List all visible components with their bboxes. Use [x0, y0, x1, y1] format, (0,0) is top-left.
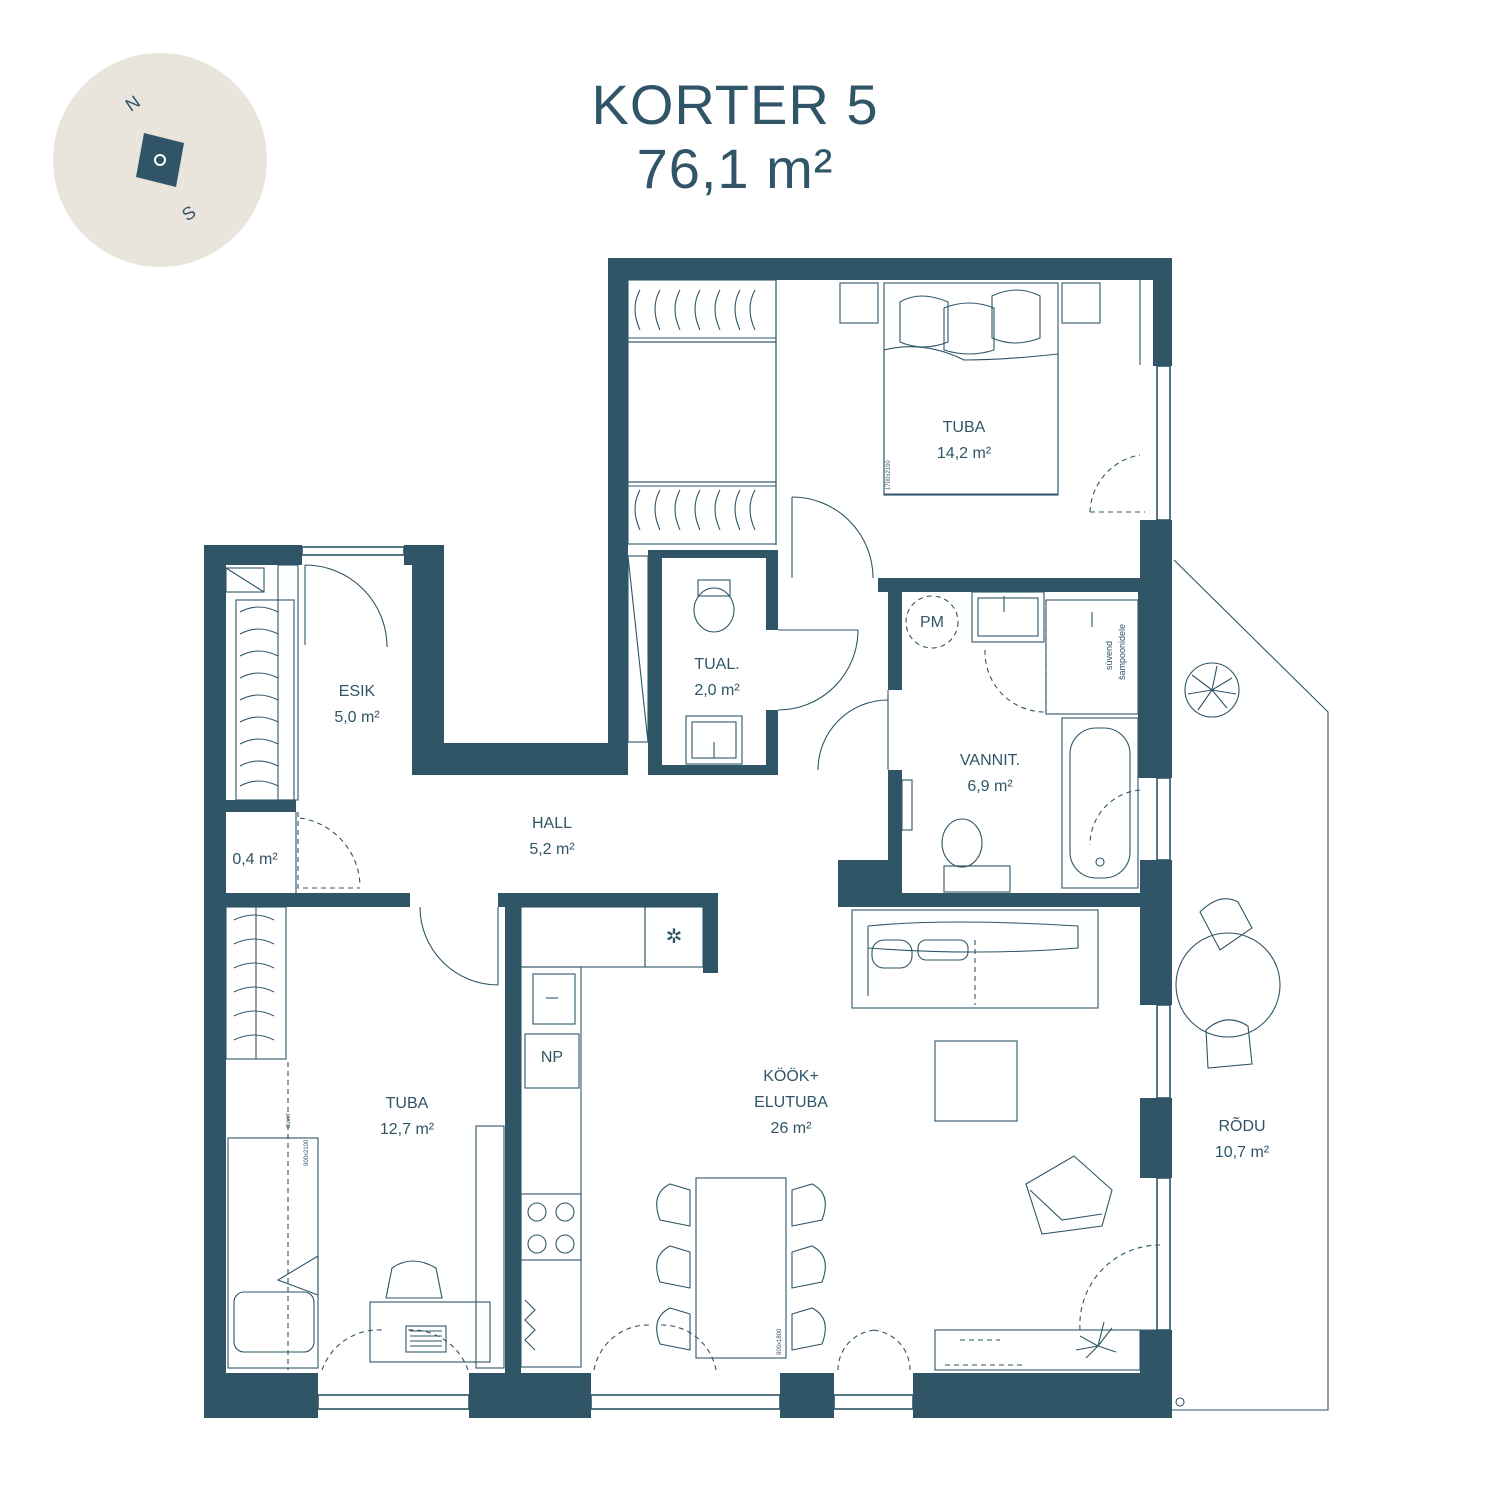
bathroom-name: VANNIT. — [960, 752, 1020, 769]
bedroom2-area: 12,7 m² — [380, 1121, 435, 1138]
np-label: NP — [541, 1049, 563, 1066]
svg-text:duvet: duvet — [286, 1113, 292, 1128]
pm-label: PM — [920, 614, 944, 631]
svg-text:1700x2100: 1700x2100 — [886, 460, 892, 490]
hall-area: 5,2 m² — [529, 841, 575, 858]
living-name-1: KÖÖK+ — [763, 1067, 819, 1085]
toilet-name: TUAL. — [694, 656, 739, 673]
freezer-icon: ✲ — [666, 926, 683, 948]
balcony — [1172, 559, 1329, 1411]
closet-area: 0,4 m² — [232, 851, 278, 868]
balcony-name: RÕDU — [1218, 1115, 1265, 1135]
tree-icon — [1184, 662, 1240, 718]
furniture: 1700x2100 süvend šampoonidele — [225, 279, 1141, 1371]
living-area: 26 m² — [771, 1120, 813, 1137]
entrance-area: 5,0 m² — [334, 709, 380, 726]
room-labels: TUBA 14,2 m² TUAL. 2,0 m² ESIK 5,0 m² 0,… — [232, 419, 1269, 1161]
living-name-2: ELUTUBA — [754, 1094, 828, 1111]
walls — [204, 258, 1172, 1418]
bathroom-area: 6,9 m² — [967, 778, 1013, 795]
entrance-name: ESIK — [339, 683, 376, 700]
compass-icon: N S — [53, 53, 267, 267]
svg-text:900x2100: 900x2100 — [304, 1139, 310, 1166]
page-title: KORTER 5 — [591, 73, 879, 136]
toilet-area: 2,0 m² — [694, 682, 740, 699]
balcony-area: 10,7 m² — [1215, 1144, 1270, 1161]
bedroom1-area: 14,2 m² — [937, 445, 992, 462]
svg-text:900x1800: 900x1800 — [777, 1328, 783, 1355]
niche-label-1: süvend — [1104, 641, 1114, 670]
bedroom1-name: TUBA — [943, 419, 986, 436]
hall-name: HALL — [532, 815, 572, 832]
apartment-area: 76,1 m² — [636, 137, 834, 200]
niche-label-2: šampoonidele — [1117, 624, 1127, 680]
bedroom2-name: TUBA — [386, 1095, 429, 1112]
